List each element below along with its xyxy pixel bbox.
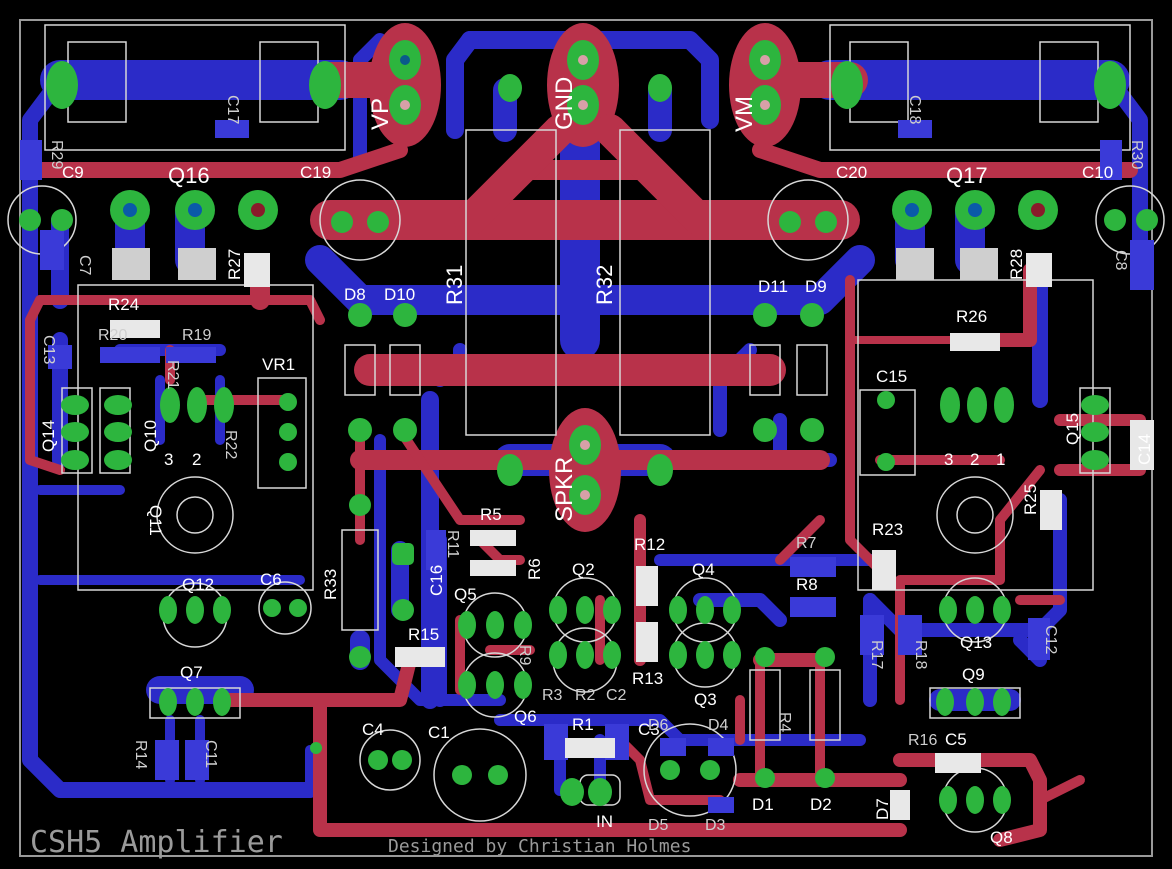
label-pin3-left: 3 xyxy=(164,450,173,469)
label-q10: Q10 xyxy=(141,420,160,452)
label-r11: R11 xyxy=(444,530,461,558)
label-r2: R2 xyxy=(575,687,596,704)
label-r15: R15 xyxy=(408,625,439,644)
silkscreen-labels: VP GND VM SPKR IN Q16 Q17 C9 C10 C19 C20… xyxy=(30,77,1154,860)
label-r14: R14 xyxy=(132,740,149,769)
label-r24: R24 xyxy=(108,295,139,314)
label-c7: C7 xyxy=(76,255,93,276)
label-r6: R6 xyxy=(525,558,544,580)
label-pin2-left: 2 xyxy=(192,450,201,469)
label-r4: R4 xyxy=(776,712,793,733)
label-vr1: VR1 xyxy=(262,355,295,374)
label-r22: R22 xyxy=(222,430,239,459)
label-r28: R28 xyxy=(1007,249,1026,280)
label-pin3-right: 3 xyxy=(944,450,953,469)
label-c16: C16 xyxy=(427,565,446,596)
label-q16: Q16 xyxy=(168,163,210,188)
label-r3: R3 xyxy=(542,687,563,704)
label-q17: Q17 xyxy=(946,163,988,188)
label-d2: D2 xyxy=(810,795,832,814)
label-d5: D5 xyxy=(648,817,669,834)
label-r20: R20 xyxy=(98,327,127,344)
connector-in-label: IN xyxy=(596,812,613,831)
label-pin2-right: 2 xyxy=(970,450,979,469)
label-c15: C15 xyxy=(876,367,907,386)
label-q2: Q2 xyxy=(572,560,595,579)
label-q5: Q5 xyxy=(454,585,477,604)
label-r13: R13 xyxy=(632,669,663,688)
label-c5: C5 xyxy=(945,730,967,749)
label-d3: D3 xyxy=(705,817,726,834)
label-r18: R18 xyxy=(912,640,929,669)
label-c11: C11 xyxy=(202,740,219,768)
label-d1: D1 xyxy=(752,795,774,814)
label-r26: R26 xyxy=(956,307,987,326)
label-d6: D6 xyxy=(648,717,669,734)
label-q6: Q6 xyxy=(514,707,537,726)
label-q13: Q13 xyxy=(960,633,992,652)
label-c8: C8 xyxy=(1112,250,1129,271)
label-r17: R17 xyxy=(868,640,885,669)
label-r5: R5 xyxy=(480,505,502,524)
label-q15: Q15 xyxy=(1063,413,1082,445)
label-c13: C13 xyxy=(40,335,57,364)
label-q11: Q11 xyxy=(146,505,165,536)
label-d10: D10 xyxy=(384,285,415,304)
label-c1: C1 xyxy=(428,723,450,742)
label-r30: R30 xyxy=(1128,140,1145,169)
label-q14: Q14 xyxy=(39,420,58,452)
label-c14: C14 xyxy=(1135,434,1154,465)
label-d11: D11 xyxy=(758,277,788,296)
connector-spkr-label: SPKR xyxy=(551,457,578,522)
label-q3: Q3 xyxy=(694,690,717,709)
label-d8: D8 xyxy=(344,285,366,304)
label-c19: C19 xyxy=(300,163,331,182)
label-d9: D9 xyxy=(805,277,827,296)
label-c9: C9 xyxy=(62,163,84,182)
label-r19: R19 xyxy=(182,327,211,344)
label-q7: Q7 xyxy=(180,663,203,682)
label-c18: C18 xyxy=(906,95,923,124)
label-r29: R29 xyxy=(48,140,65,169)
label-c10: C10 xyxy=(1082,163,1113,182)
connector-vm-label: VM xyxy=(731,96,758,132)
label-c17: C17 xyxy=(224,95,241,124)
label-r7: R7 xyxy=(796,535,817,552)
label-r33: R33 xyxy=(321,569,340,600)
connector-vp-label: VP xyxy=(367,98,394,130)
label-r12: R12 xyxy=(634,535,665,554)
label-d7: D7 xyxy=(873,798,892,820)
label-c12: C12 xyxy=(1042,625,1059,654)
label-r25: R25 xyxy=(1021,484,1040,515)
label-q12: Q12 xyxy=(182,575,214,594)
label-r16: R16 xyxy=(908,732,937,749)
label-c20: C20 xyxy=(836,163,867,182)
label-q9: Q9 xyxy=(962,665,985,684)
label-r32: R32 xyxy=(592,265,617,305)
label-c3: C3 xyxy=(638,720,660,739)
label-pin1-right: 1 xyxy=(996,450,1005,469)
label-r23: R23 xyxy=(872,520,903,539)
label-d4: D4 xyxy=(708,717,729,734)
connector-gnd-label: GND xyxy=(551,77,578,130)
smd-components xyxy=(20,120,1154,820)
board-title: CSH5 Amplifier xyxy=(30,825,283,860)
label-q8: Q8 xyxy=(990,828,1013,847)
drill-holes xyxy=(123,55,1045,500)
label-q4: Q4 xyxy=(692,560,715,579)
top-copper-layer xyxy=(25,23,1146,847)
label-r1: R1 xyxy=(572,715,594,734)
label-c6: C6 xyxy=(260,570,282,589)
label-r31: R31 xyxy=(442,265,467,305)
label-c4: C4 xyxy=(362,720,384,739)
label-r27: R27 xyxy=(225,249,244,280)
label-c2: C2 xyxy=(606,687,627,704)
board-credit: Designed by Christian Holmes xyxy=(388,836,691,857)
label-r8: R8 xyxy=(796,575,818,594)
label-r21: R21 xyxy=(164,360,181,389)
label-r9: R9 xyxy=(516,645,533,666)
